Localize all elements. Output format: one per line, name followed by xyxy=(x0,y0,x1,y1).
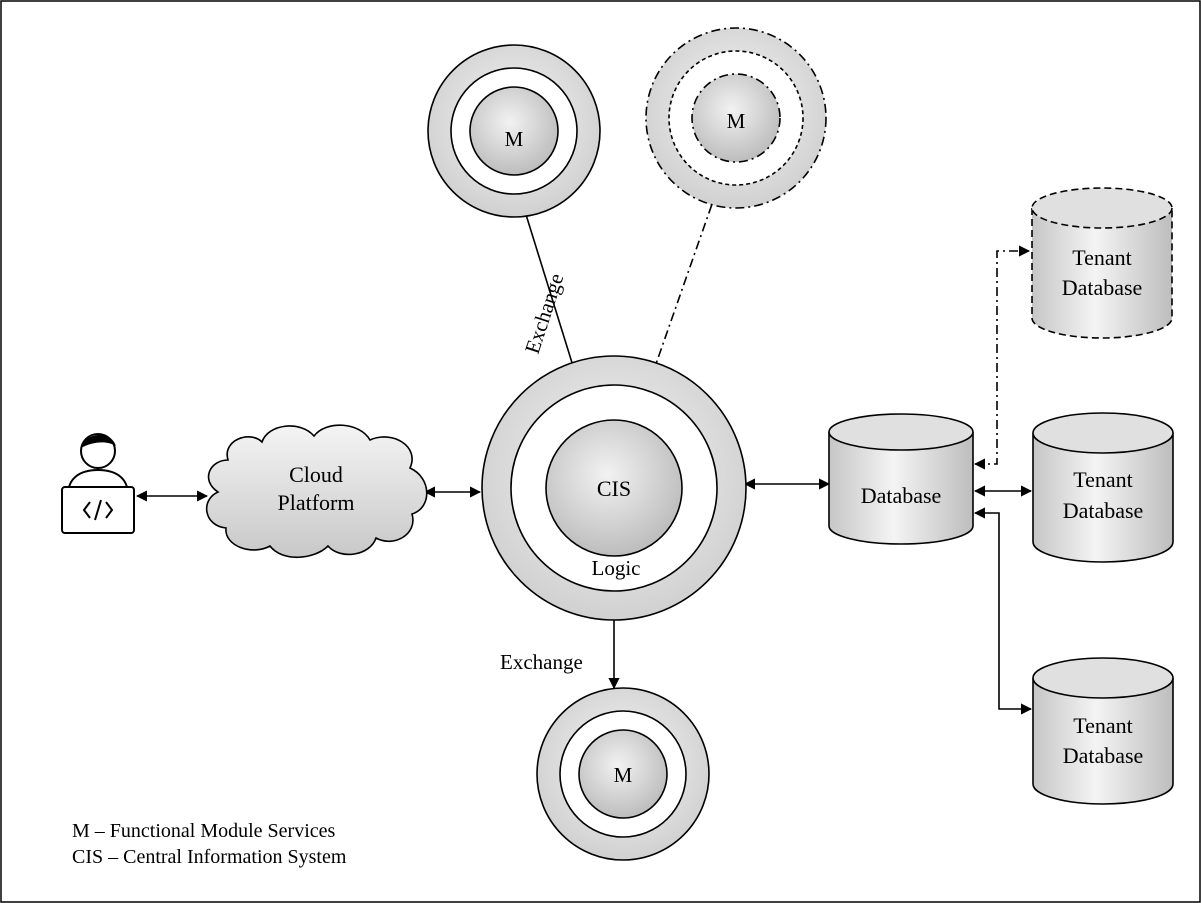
module-node-top-left: M xyxy=(427,44,601,218)
tenant-database-top: Tenant Database xyxy=(1031,187,1173,339)
cis-node: CIS Logic xyxy=(481,355,747,621)
module-node-top-right: M xyxy=(645,27,827,209)
developer-laptop-icon xyxy=(61,433,135,534)
tenant-bottom-line1: Tenant xyxy=(1073,713,1133,738)
tenant-mid-line1: Tenant xyxy=(1073,467,1133,492)
cloud-shape xyxy=(205,424,428,558)
database-node: Database xyxy=(828,413,974,545)
module-top-right-label: M xyxy=(727,109,746,133)
exchange-label-bottom: Exchange xyxy=(500,650,583,674)
tenant-mid-line2: Database xyxy=(1063,498,1144,523)
cloud-platform-node: Cloud Platform xyxy=(205,424,428,558)
logic-label: Logic xyxy=(592,556,641,580)
exchange-label-top: Exchange xyxy=(520,270,568,356)
edge-database-tenant-top xyxy=(973,245,1031,470)
cloud-label-line1: Cloud xyxy=(289,462,343,487)
edge-module-top-right-cis xyxy=(648,185,720,383)
cis-label: CIS xyxy=(597,476,631,501)
cis-core xyxy=(545,419,683,557)
module-top-left-label: M xyxy=(505,127,524,151)
edge-module-top-left-cis xyxy=(520,203,581,384)
module-bottom-label: M xyxy=(614,763,633,787)
legend: M – Functional Module Services CIS – Cen… xyxy=(72,820,347,868)
tenant-bottom-line2: Database xyxy=(1063,743,1144,768)
tenant-top-line2: Database xyxy=(1062,275,1143,300)
tenant-database-middle: Tenant Database xyxy=(1032,412,1174,563)
legend-line2: CIS – Central Information System xyxy=(72,846,347,868)
tenant-top-line1: Tenant xyxy=(1072,245,1132,270)
legend-line1: M – Functional Module Services xyxy=(72,820,336,842)
database-label: Database xyxy=(861,483,942,508)
tenant-database-bottom: Tenant Database xyxy=(1032,657,1174,805)
module-node-bottom: M xyxy=(536,687,710,861)
cloud-label-line2: Platform xyxy=(278,490,355,515)
edge-database-tenant-bottom xyxy=(973,507,1033,715)
